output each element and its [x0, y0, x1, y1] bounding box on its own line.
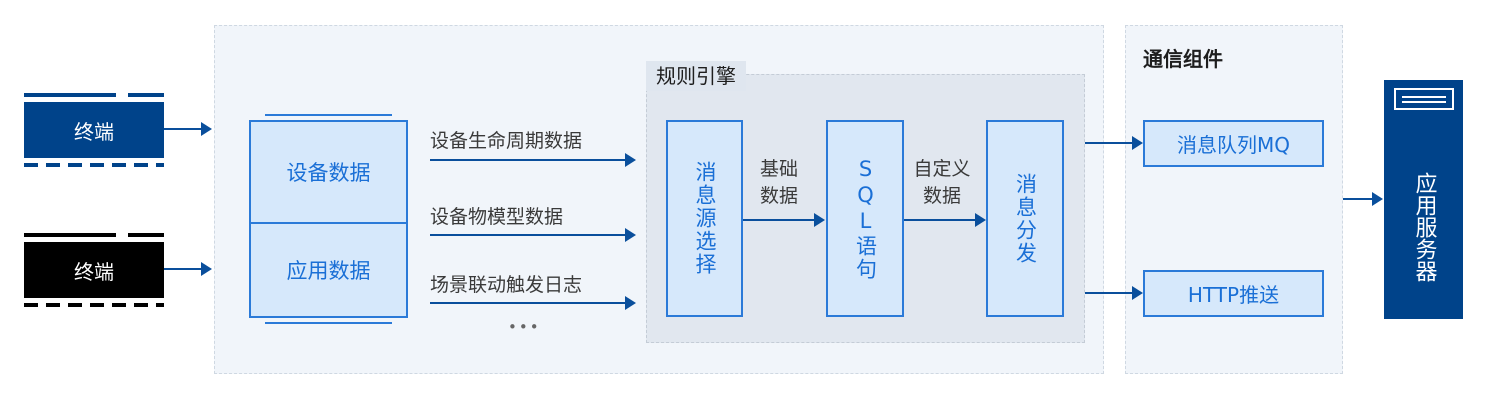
terminal-bottom-dash — [24, 303, 164, 307]
application-server: 应用服务器 — [1384, 80, 1463, 319]
flow-arrow-thing-model — [430, 228, 636, 242]
flow-arrow-lifecycle — [430, 153, 636, 167]
comm-to-server-arrow — [1343, 192, 1383, 206]
flow-label-lifecycle: 设备生命周期数据 — [430, 130, 583, 152]
sql-box: SQL语句 — [826, 120, 904, 317]
message-source-label: 消息源选择 — [693, 161, 717, 276]
rule-engine-title: 规则引擎 — [646, 61, 746, 91]
terminal-bottom-dash — [24, 163, 164, 167]
terminal-top-dash — [24, 233, 164, 237]
server-icon — [1394, 88, 1454, 114]
terminal-label: 终端 — [74, 119, 114, 144]
sql-to-dispatch-arrow — [904, 213, 986, 227]
communication-region — [1125, 25, 1343, 374]
basic-data-label: 基础数据 — [759, 158, 798, 207]
flow-label-thing-model: 设备物模型数据 — [430, 206, 564, 228]
more-flows-ellipsis: ••• — [508, 318, 541, 336]
terminal-arrow-1 — [164, 122, 212, 136]
dispatch-to-mq-arrow — [1085, 136, 1143, 150]
message-queue-label: 消息队列MQ — [1177, 133, 1290, 157]
device-data-box: 设备数据 — [249, 120, 408, 224]
flow-arrow-scene-log — [430, 296, 636, 310]
flow-label-scene-log: 场景联动触发日志 — [430, 274, 583, 296]
message-queue-box: 消息队列MQ — [1143, 120, 1324, 167]
device-data-label: 设备数据 — [286, 161, 371, 185]
terminal-label: 终端 — [74, 259, 114, 284]
application-server-label: 应用服务器 — [1411, 172, 1437, 282]
terminal-device-black: 终端 — [24, 233, 164, 307]
dispatch-to-http-arrow — [1085, 286, 1143, 300]
message-source-box: 消息源选择 — [666, 120, 743, 317]
data-store-top-line — [265, 114, 392, 116]
application-data-box: 应用数据 — [249, 222, 408, 318]
http-push-box: HTTP推送 — [1143, 270, 1324, 317]
terminal-device-blue: 终端 — [24, 93, 164, 167]
communication-title: 通信组件 — [1143, 47, 1223, 71]
source-to-sql-arrow — [743, 213, 825, 227]
terminal-top-dash — [24, 93, 164, 97]
dispatch-label: 消息分发 — [1013, 172, 1038, 265]
http-push-label: HTTP推送 — [1187, 283, 1280, 307]
application-data-label: 应用数据 — [286, 259, 371, 283]
sql-label: SQL语句 — [853, 156, 878, 281]
data-store-bottom-line — [265, 322, 392, 324]
dispatch-box: 消息分发 — [986, 120, 1064, 317]
terminal-arrow-2 — [164, 262, 212, 276]
custom-data-label: 自定义数据 — [913, 158, 971, 207]
data-store: 设备数据 应用数据 — [249, 114, 408, 324]
